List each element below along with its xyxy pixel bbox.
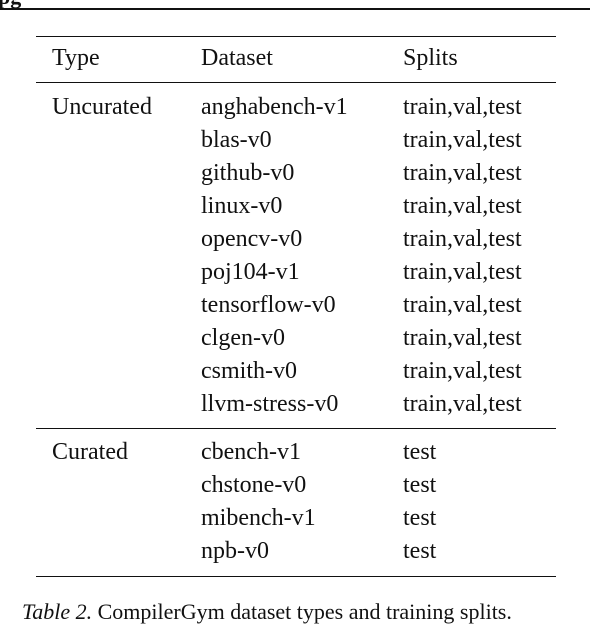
table-caption: Table 2. CompilerGym dataset types and t… — [22, 600, 512, 624]
dataset-splits: train,val,test — [403, 94, 522, 120]
dataset-name: clgen-v0 — [201, 325, 285, 351]
dataset-splits: test — [403, 505, 437, 531]
dataset-name: linux-v0 — [201, 193, 283, 219]
dataset-name: npb-v0 — [201, 538, 269, 564]
dataset-splits: train,val,test — [403, 226, 522, 252]
group-type-label: Curated — [52, 439, 128, 465]
dataset-name: chstone-v0 — [201, 472, 307, 498]
dataset-name: llvm-stress-v0 — [201, 391, 339, 417]
group-separator-rule — [36, 428, 556, 429]
page-header-fragment: pg — [0, 0, 21, 8]
header-splits: Splits — [403, 45, 458, 71]
dataset-name: anghabench-v1 — [201, 94, 348, 120]
dataset-splits: train,val,test — [403, 193, 522, 219]
dataset-name: cbench-v1 — [201, 439, 301, 465]
dataset-splits: train,val,test — [403, 358, 522, 384]
header-dataset: Dataset — [201, 45, 273, 71]
dataset-splits: train,val,test — [403, 292, 522, 318]
table-bottom-rule — [36, 576, 556, 577]
dataset-name: blas-v0 — [201, 127, 272, 153]
dataset-splits: train,val,test — [403, 127, 522, 153]
page-top-rule — [0, 8, 590, 10]
dataset-name: poj104-v1 — [201, 259, 300, 285]
dataset-splits: train,val,test — [403, 391, 522, 417]
dataset-splits: train,val,test — [403, 160, 522, 186]
group-type-label: Uncurated — [52, 94, 152, 120]
dataset-name: csmith-v0 — [201, 358, 297, 384]
dataset-splits: test — [403, 538, 437, 564]
dataset-splits: train,val,test — [403, 325, 522, 351]
dataset-name: tensorflow-v0 — [201, 292, 336, 318]
dataset-splits: test — [403, 472, 437, 498]
header-rule — [36, 82, 556, 83]
dataset-name: opencv-v0 — [201, 226, 303, 252]
dataset-name: github-v0 — [201, 160, 295, 186]
table-top-rule — [36, 36, 556, 37]
dataset-splits: train,val,test — [403, 259, 522, 285]
dataset-name: mibench-v1 — [201, 505, 316, 531]
dataset-splits: test — [403, 439, 437, 465]
header-type: Type — [52, 45, 100, 71]
